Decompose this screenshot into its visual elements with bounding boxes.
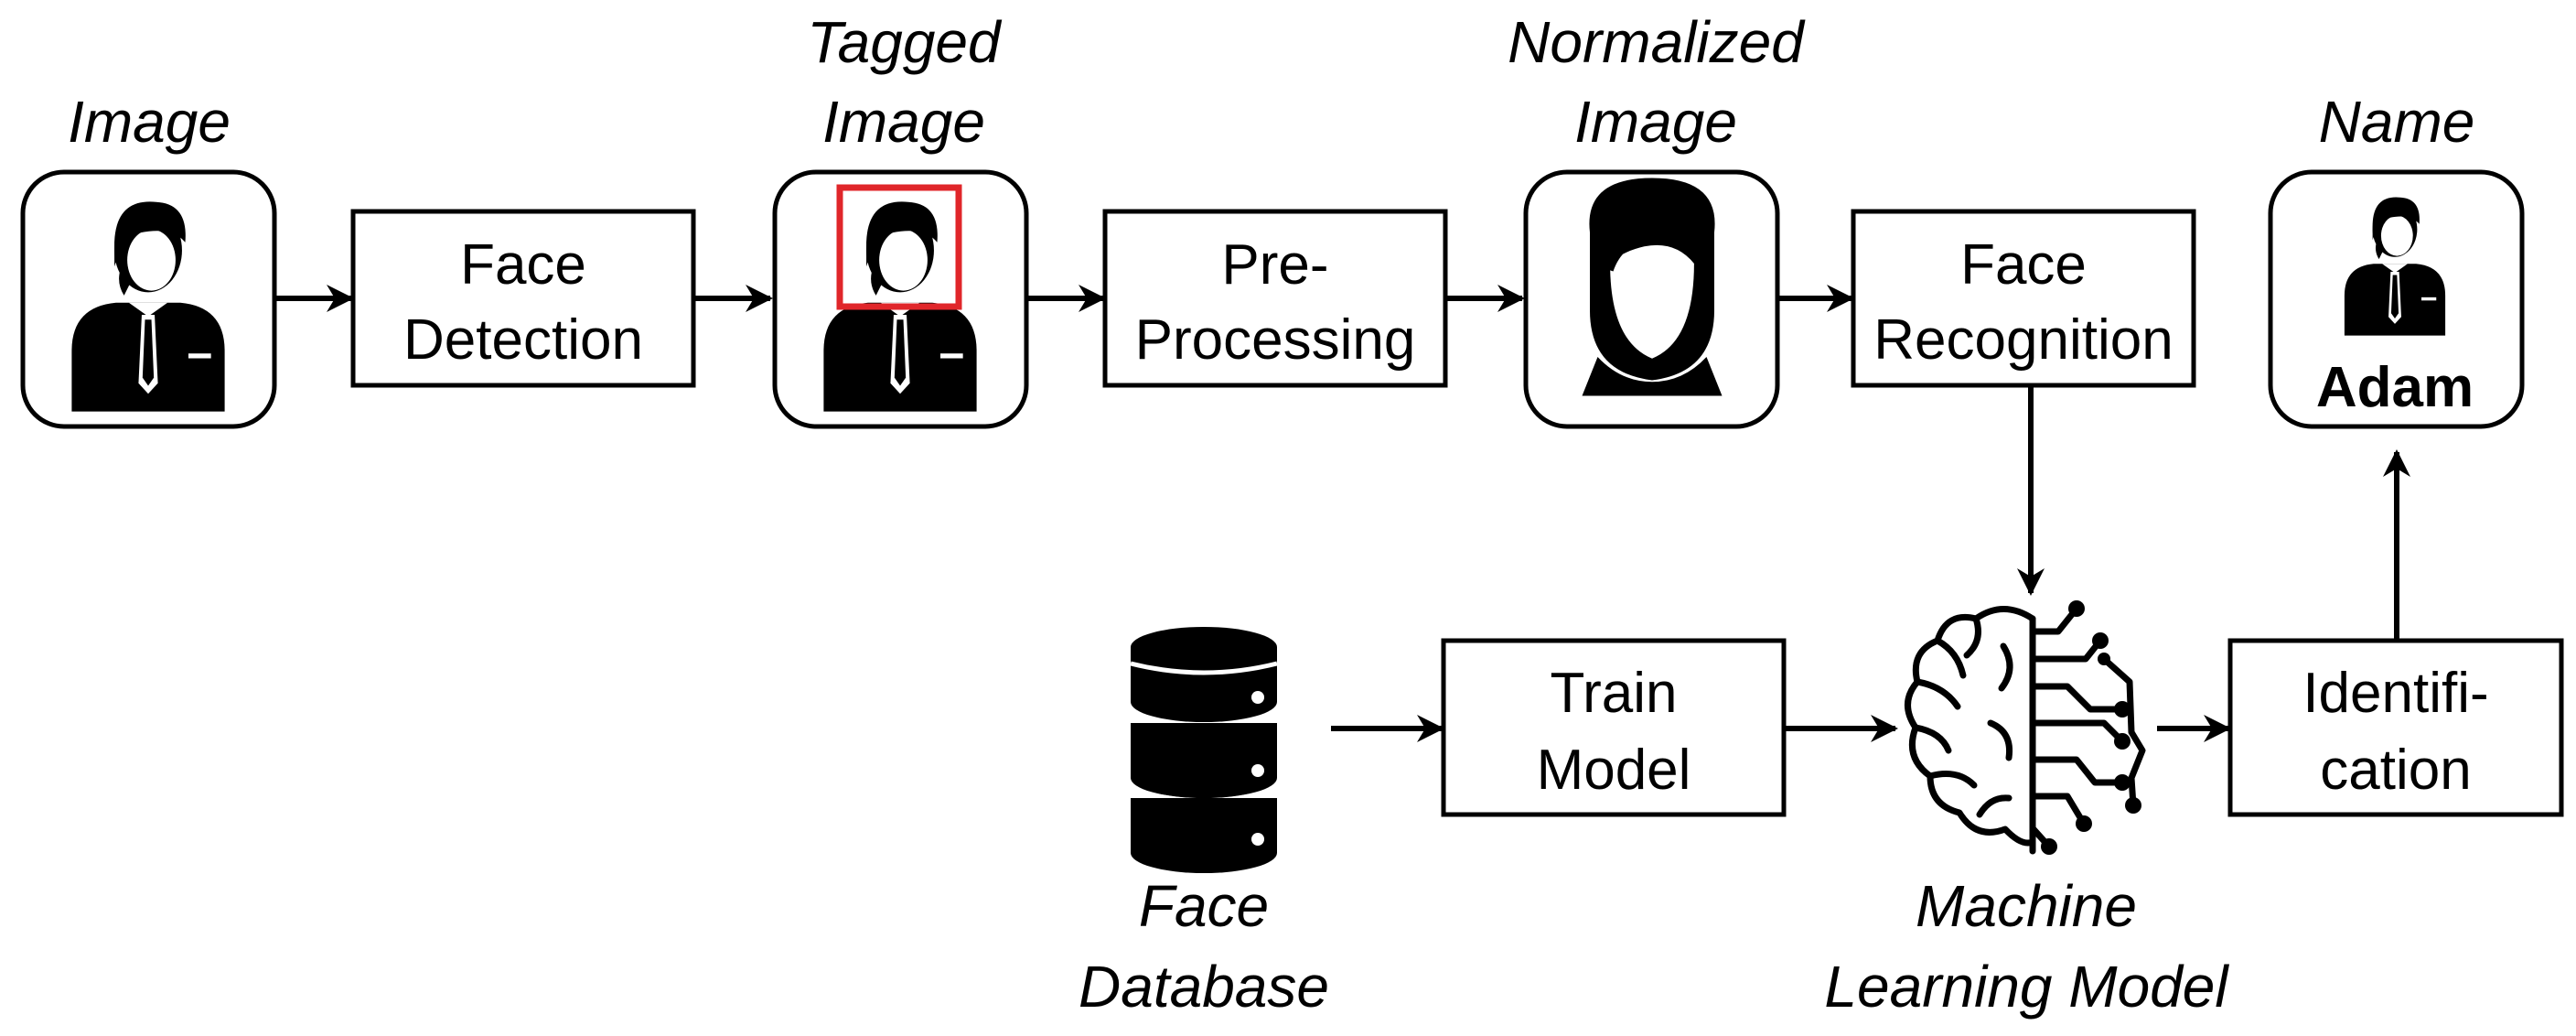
caption-normalized-line2: Image [1574, 89, 1737, 155]
train-model-label-line2: Model [1537, 739, 1691, 802]
identification-box: Identifi- cation [2227, 638, 2564, 817]
name-result-node: Adam [2268, 169, 2525, 429]
caption-ml-line1: Machine [1916, 873, 2137, 939]
caption-face-db-line1: Face [1139, 873, 1269, 939]
caption-normalized-line1: Normalized [1508, 9, 1806, 75]
caption-tagged-line1: Tagged [807, 9, 1003, 75]
face-recognition-label-line2: Recognition [1873, 308, 2173, 372]
brain-circuit-nodes [2041, 600, 2141, 855]
image-node [20, 169, 277, 429]
caption-tagged-line2: Image [822, 89, 985, 155]
database-icon [1130, 627, 1278, 873]
face-detection-label-line1: Face [460, 233, 586, 297]
face-recognition-box: Face Recognition [1851, 209, 2196, 388]
caption-face-db-line2: Database [1079, 954, 1329, 1020]
face-recognition-label-line1: Face [1960, 233, 2087, 297]
face-icon [1582, 178, 1723, 396]
preprocessing-label-line2: Processing [1135, 308, 1416, 372]
preprocessing-box: Pre- Processing [1102, 209, 1448, 388]
caption-ml-line2: Learning Model [1824, 954, 2229, 1020]
identification-label-line1: Identifi- [2302, 662, 2488, 725]
face-detection-label-line2: Detection [403, 308, 643, 372]
result-name: Adam [2316, 356, 2474, 419]
normalized-image-node [1523, 169, 1780, 429]
preprocessing-label-line1: Pre- [1221, 233, 1328, 297]
train-model-box: Train Model [1441, 638, 1787, 817]
caption-name: Name [2319, 89, 2475, 155]
brain-circuit-icon [1905, 605, 2146, 855]
caption-image: Image [68, 89, 231, 155]
face-tag-box [836, 184, 962, 310]
identification-label-line2: cation [2320, 739, 2471, 802]
train-model-label-line1: Train [1551, 662, 1678, 725]
face-detection-box: Face Detection [350, 209, 696, 388]
tagged-image-node [772, 169, 1029, 429]
